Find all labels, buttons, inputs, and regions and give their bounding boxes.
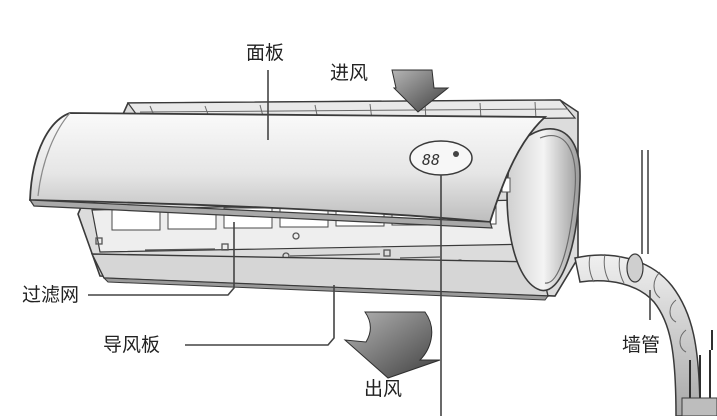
label-air-in: 进风 bbox=[330, 62, 369, 84]
leader-louver bbox=[185, 285, 335, 346]
label-air-out: 出风 bbox=[364, 378, 403, 400]
label-wall-pipe: 墙管 bbox=[622, 334, 661, 356]
louver-strip bbox=[90, 253, 549, 301]
air-in-arrow-icon bbox=[391, 69, 450, 113]
air-out-arrow-icon bbox=[343, 311, 441, 379]
display-window: 88 bbox=[409, 140, 473, 176]
label-panel: 面板 bbox=[246, 42, 285, 64]
leader-filter bbox=[88, 222, 235, 296]
display-readout: 88 bbox=[422, 151, 440, 169]
wall-pipe bbox=[574, 150, 717, 417]
right-end-cap bbox=[499, 128, 581, 292]
label-louver: 导风板 bbox=[103, 334, 161, 356]
label-filter: 过滤网 bbox=[22, 284, 80, 306]
leader-lines bbox=[88, 70, 651, 416]
front-panel bbox=[28, 112, 548, 229]
display-indicator-dot bbox=[453, 151, 459, 157]
